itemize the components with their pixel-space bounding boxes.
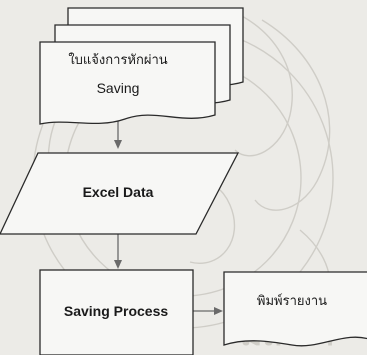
output-document[interactable]: พิมพ์รายงาน (223, 271, 367, 347)
data-node-label: Excel Data (83, 184, 154, 200)
connector-data-to-process (114, 234, 122, 269)
data-node[interactable]: Excel Data (0, 152, 240, 235)
process-node-label: Saving Process (64, 303, 168, 319)
document-stack-subtitle: Saving (97, 80, 140, 96)
process-node[interactable]: Saving Process (39, 269, 194, 355)
output-document-label: พิมพ์รายงาน (257, 293, 327, 309)
document-stack[interactable]: ใบแจ้งการหักผ่าน Saving (39, 7, 244, 125)
connector-process-to-output (193, 307, 223, 315)
document-stack-title: ใบแจ้งการหักผ่าน (68, 52, 167, 68)
document-stack-front (39, 41, 216, 125)
